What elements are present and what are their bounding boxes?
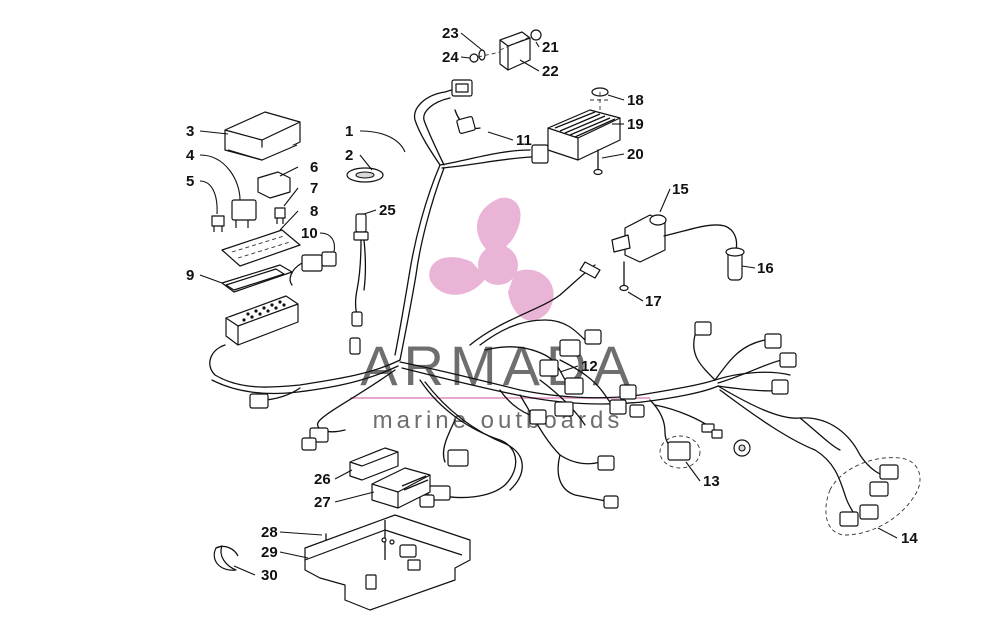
clamp-part-30 [213, 545, 239, 571]
callout-16: 16 [757, 260, 774, 277]
callout-12: 12 [581, 358, 598, 375]
callout-27: 27 [314, 494, 331, 511]
callout-20: 20 [627, 146, 644, 163]
callout-10: 10 [301, 225, 318, 242]
callout-8: 8 [310, 203, 318, 220]
connector-cluster-part-14 [825, 457, 921, 536]
fuse-box-cover-part-3 [224, 111, 301, 161]
callout-29: 29 [261, 544, 278, 561]
callout-1: 1 [345, 123, 353, 140]
callout-7: 7 [310, 180, 318, 197]
callout-3: 3 [186, 123, 194, 140]
screw-part-20 [593, 149, 603, 176]
callout-30: 30 [261, 567, 278, 584]
callout-28: 28 [261, 524, 278, 541]
callout-4: 4 [186, 147, 195, 164]
grommet-part-2 [346, 167, 384, 183]
ignition-coil-part-15 [611, 214, 738, 263]
watermark-tagline: marine outboards [373, 407, 624, 434]
callout-24: 24 [442, 49, 459, 66]
screw-part-17 [619, 261, 629, 292]
relay-part-6 [257, 171, 291, 199]
mounting-plate-part-29 [304, 514, 471, 611]
callout-5: 5 [186, 173, 194, 190]
bolt-part-21 [499, 29, 542, 51]
fuse-block-plate-part-8 [221, 229, 301, 267]
bracket-part-22 [499, 31, 531, 71]
callout-26: 26 [314, 471, 331, 488]
washer-part-23 [478, 49, 486, 61]
callout-9: 9 [186, 267, 194, 284]
fuse-part-5 [211, 215, 225, 232]
callout-13: 13 [703, 473, 720, 490]
callout-11: 11 [516, 132, 532, 149]
callout-22: 22 [542, 63, 559, 80]
callout-15: 15 [672, 181, 689, 198]
callout-23: 23 [442, 25, 459, 42]
callout-14: 14 [901, 530, 918, 547]
callout-leaders [199, 32, 898, 576]
callout-6: 6 [310, 159, 318, 176]
callout-2: 2 [345, 147, 353, 164]
regulator-part-19 [547, 109, 621, 161]
module-part-26 [349, 447, 399, 481]
harness-connectors [249, 79, 797, 509]
main-wiring-harness [209, 87, 891, 516]
ecu-part-27 [371, 467, 431, 509]
fuse-box-part-9 [221, 264, 299, 346]
callout-25: 25 [379, 202, 396, 219]
connector-part-10 [289, 251, 337, 286]
watermark-propeller-logo [429, 197, 554, 321]
relay-part-4 [231, 199, 257, 228]
callout-21: 21 [542, 39, 559, 56]
spark-plug-cap-part-16 [725, 247, 745, 281]
fuse-part-7 [274, 207, 286, 224]
washer-part-18 [590, 87, 610, 110]
connector-set-part-13 [659, 423, 751, 469]
callout-17: 17 [645, 293, 662, 310]
callout-18: 18 [627, 92, 644, 109]
sensor-part-25 [349, 213, 369, 355]
callout-19: 19 [627, 116, 644, 133]
callout-labels: 1 2 3 4 5 6 7 8 9 10 11 12 13 14 15 16 1… [186, 25, 918, 584]
watermark-brand: ARMADA [360, 334, 636, 397]
